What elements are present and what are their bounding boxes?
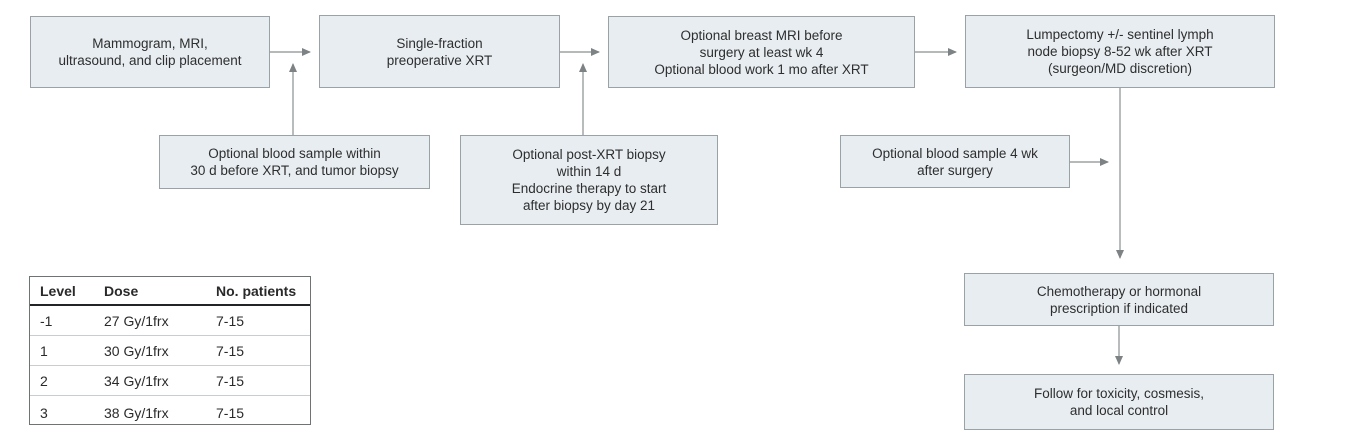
dose-table-header-level: Level: [40, 282, 76, 299]
step-followup-box: Follow for toxicity, cosmesis, and local…: [964, 374, 1274, 430]
dose-table-header-dose: Dose: [104, 282, 139, 299]
table-row: 3 38 Gy/1frx 7-15: [30, 396, 310, 429]
cell-patients: 7-15: [216, 404, 245, 421]
step-imaging-box: Mammogram, MRI, ultrasound, and clip pla…: [30, 16, 270, 88]
step-lumpectomy-box: Lumpectomy +/- sentinel lymph node biops…: [965, 15, 1275, 88]
cell-dose: 27 Gy/1frx: [104, 312, 169, 329]
table-row: -1 27 Gy/1frx 7-15: [30, 306, 310, 336]
cell-level: 2: [40, 372, 48, 389]
step-chemo-hormonal-box: Chemotherapy or hormonal prescription if…: [964, 273, 1274, 326]
dose-table-header-row: Level Dose No. patients: [30, 277, 310, 306]
optional-blood-sample-pre-xrt-box: Optional blood sample within 30 d before…: [159, 135, 430, 189]
cell-dose: 38 Gy/1frx: [104, 404, 169, 421]
cell-level: 3: [40, 404, 48, 421]
table-row: 2 34 Gy/1frx 7-15: [30, 366, 310, 396]
step-preop-xrt-box: Single-fraction preoperative XRT: [319, 15, 560, 88]
cell-level: 1: [40, 342, 48, 359]
cell-patients: 7-15: [216, 342, 245, 359]
optional-blood-sample-post-surgery-box: Optional blood sample 4 wk after surgery: [840, 135, 1070, 188]
cell-patients: 7-15: [216, 372, 245, 389]
step-pre-surgery-mri-box: Optional breast MRI before surgery at le…: [608, 16, 915, 88]
dose-level-table: Level Dose No. patients -1 27 Gy/1frx 7-…: [29, 276, 311, 425]
cell-level: -1: [40, 312, 53, 329]
cell-patients: 7-15: [216, 312, 245, 329]
table-row: 1 30 Gy/1frx 7-15: [30, 336, 310, 366]
optional-post-xrt-biopsy-box: Optional post-XRT biopsy within 14 d End…: [460, 135, 718, 225]
dose-table-header-patients: No. patients: [216, 282, 297, 299]
cell-dose: 30 Gy/1frx: [104, 342, 169, 359]
cell-dose: 34 Gy/1frx: [104, 372, 169, 389]
